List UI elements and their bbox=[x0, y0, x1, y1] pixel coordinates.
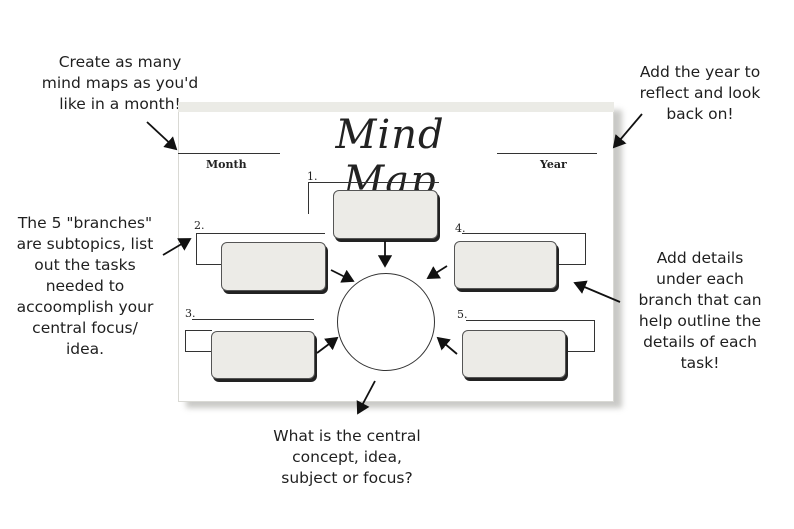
arrow-icon bbox=[426, 265, 448, 279]
branch-1-heading-line[interactable] bbox=[318, 182, 438, 183]
annotation-line: Create as many bbox=[58, 53, 182, 71]
page-title: Mind Map bbox=[335, 112, 445, 204]
annotation-line: accoomplish your bbox=[16, 298, 154, 316]
branch-5-heading-bracket bbox=[565, 320, 595, 352]
arrow-icon bbox=[316, 336, 339, 354]
annotation-central-concept: What is the central concept, idea, subje… bbox=[258, 426, 436, 489]
annotation-line: The 5 "branches" bbox=[17, 214, 153, 232]
arrow-icon bbox=[573, 280, 621, 303]
branch-5-number: 5. bbox=[457, 308, 468, 321]
annotation-line: details of each bbox=[643, 333, 757, 351]
branch-2-number: 2. bbox=[194, 219, 205, 232]
arrow-icon bbox=[612, 113, 643, 149]
year-label: Year bbox=[540, 158, 567, 171]
worksheet-top-band bbox=[178, 102, 614, 112]
annotation-line: central focus/ bbox=[32, 319, 138, 337]
branch-5-heading-line[interactable] bbox=[466, 320, 594, 321]
annotation-line: Add the year to bbox=[639, 63, 761, 81]
annotation-add-year: Add the year to reflect and look back on… bbox=[618, 62, 782, 125]
annotation-line: help outline the bbox=[638, 312, 762, 330]
branch-1-detail-box[interactable] bbox=[333, 190, 438, 239]
annotation-branches-subtopics: The 5 "branches" are subtopics, list out… bbox=[0, 213, 170, 360]
branch-4-number: 4. bbox=[455, 222, 466, 235]
month-field-line[interactable] bbox=[178, 153, 280, 154]
central-focus-circle[interactable] bbox=[337, 273, 435, 371]
annotation-line: back on! bbox=[666, 105, 734, 123]
annotation-line: are subtopics, list bbox=[16, 235, 154, 253]
annotation-line: What is the central bbox=[273, 427, 421, 445]
arrow-icon bbox=[146, 121, 178, 151]
annotation-line: Add details bbox=[656, 249, 744, 267]
annotation-line: like in a month! bbox=[59, 95, 181, 113]
branch-4-heading-line[interactable] bbox=[462, 233, 585, 234]
branch-1-number: 1. bbox=[307, 170, 318, 183]
annotation-line: under each bbox=[656, 270, 744, 288]
branch-3-detail-box[interactable] bbox=[211, 331, 315, 379]
annotation-line: needed to bbox=[45, 277, 125, 295]
annotation-line: idea. bbox=[65, 340, 105, 358]
branch-5-detail-box[interactable] bbox=[462, 330, 566, 378]
year-field-line[interactable] bbox=[497, 153, 597, 154]
arrow-icon bbox=[436, 336, 458, 355]
arrow-icon bbox=[330, 269, 355, 283]
branch-4-heading-bracket bbox=[555, 233, 586, 265]
month-label: Month bbox=[206, 158, 247, 171]
annotation-line: out the tasks bbox=[34, 256, 136, 274]
branch-2-detail-box[interactable] bbox=[221, 242, 326, 291]
annotation-line: subject or focus? bbox=[281, 469, 413, 487]
branch-4-detail-box[interactable] bbox=[454, 241, 557, 289]
annotation-create-mind-maps: Create as many mind maps as you'd like i… bbox=[30, 52, 210, 115]
branch-3-number: 3. bbox=[185, 307, 196, 320]
annotation-add-details: Add details under each branch that can h… bbox=[626, 248, 774, 374]
arrow-icon bbox=[356, 380, 376, 415]
branch-3-heading-line[interactable] bbox=[192, 319, 314, 320]
annotation-line: mind maps as you'd bbox=[41, 74, 199, 92]
annotation-line: concept, idea, bbox=[292, 448, 402, 466]
annotation-line: reflect and look bbox=[639, 84, 761, 102]
arrow-icon bbox=[162, 238, 192, 256]
annotation-line: branch that can bbox=[638, 291, 762, 309]
branch-3-heading-bracket bbox=[185, 330, 212, 352]
annotation-line: task! bbox=[680, 354, 720, 372]
